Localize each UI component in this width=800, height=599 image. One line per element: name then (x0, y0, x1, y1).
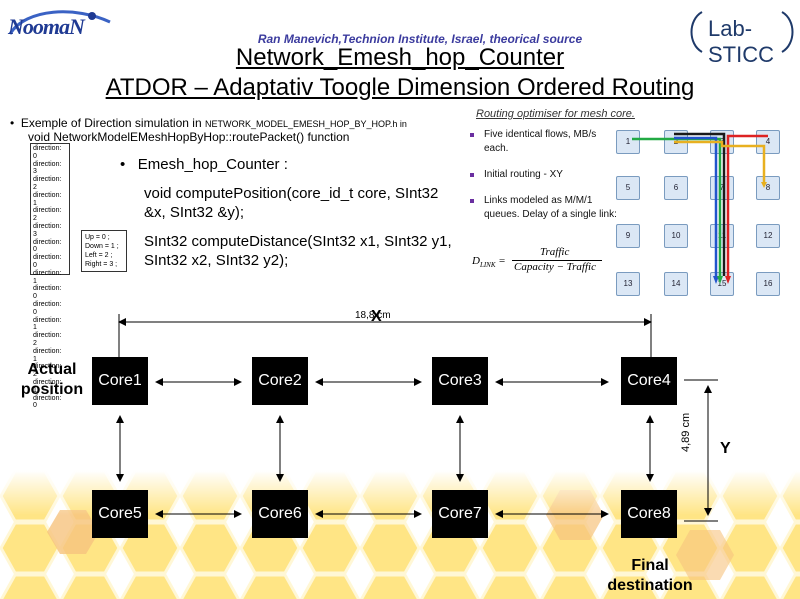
x-dimension-value: 18,8 cm (355, 310, 391, 321)
emesh-line1: void computePosition(core_id_t core, SIn… (144, 185, 439, 221)
direction-row: direction: 0 (33, 285, 62, 301)
mesh-node: 4 (756, 130, 780, 154)
y-axis-label: Y (720, 440, 731, 457)
direction-row: direction: 0 (33, 300, 62, 316)
formula-sub: LINK (479, 261, 496, 270)
bullet1-file: NETWORK_MODEL_EMESH_HOP_BY_HOP.h (204, 119, 398, 129)
routing-note-links: Links modeled as M/M/1 queues. Delay of … (468, 194, 624, 222)
x-axis-label: X (371, 308, 382, 325)
core-4: Core4 (621, 357, 677, 405)
bullet1-line2: void NetworkModelEMeshHopByHop::routePac… (28, 130, 350, 144)
delay-formula: DLINK = Traffic Capacity − Traffic (470, 246, 630, 276)
emesh-block: • Emesh_hop_Counter : void computePositi… (120, 155, 460, 270)
mesh-node: 8 (756, 176, 780, 200)
mesh-node: 12 (756, 224, 780, 248)
core-7: Core7 (432, 490, 488, 538)
core-2: Core2 (252, 357, 308, 405)
direction-bullet: • Exemple of Direction simulation in NET… (10, 116, 407, 144)
mesh-node: 1 (616, 130, 640, 154)
routing-notes: Five identical flows, MB/s each. Initial… (468, 128, 628, 234)
mesh-node: 7 (710, 176, 734, 200)
direction-row: direction: 1 (33, 316, 62, 332)
legend-up: Up = 0 ; (85, 234, 110, 241)
core-6: Core6 (252, 490, 308, 538)
mesh-node: 9 (616, 224, 640, 248)
routing-optimiser-title: Routing optimiser for mesh core. (476, 108, 635, 120)
flow-path-yellow (674, 140, 766, 182)
noomam-logo: NoomaN (6, 4, 114, 50)
mesh-node: 11 (710, 224, 734, 248)
mesh-node: 5 (616, 176, 640, 200)
direction-row: direction: 1 (33, 269, 62, 285)
legend-left: Left = 2 ; (85, 252, 113, 259)
direction-row: direction: 2 (33, 176, 62, 191)
direction-row: direction: 2 (33, 363, 62, 379)
emesh-heading: Emesh_hop_Counter : (137, 156, 288, 173)
core-8: Core8 (621, 490, 677, 538)
formula-numerator: Traffic (540, 246, 570, 258)
direction-row: direction: 1 (33, 347, 62, 363)
bullet1-text: Exemple of Direction simulation in (20, 116, 205, 130)
legend-right: Right = 3 ; (85, 261, 118, 268)
flow-path-black (674, 132, 726, 276)
mesh-node: 6 (664, 176, 688, 200)
mesh-node: 14 (664, 272, 688, 296)
page-title: Network_Emesh_hop_Counter (235, 44, 565, 71)
direction-row: direction: 1 (33, 378, 62, 394)
core-5: Core5 (92, 490, 148, 538)
direction-row: direction: 2 (33, 207, 62, 223)
direction-row: direction: 0 (33, 394, 62, 410)
core-1: Core1 (92, 357, 148, 405)
mesh-node: 13 (616, 272, 640, 296)
bullet1-in: in (397, 119, 407, 129)
direction-list: direction: 0 direction: 3 direction: 2 d… (30, 143, 70, 409)
y-dimension-value: 4,89 cm (680, 412, 692, 452)
lab-sticc-logo: Lab-STICC (688, 10, 796, 67)
logo-left-text: NoomaN (8, 14, 85, 39)
page-subtitle: ATDOR – Adaptativ Toogle Dimension Order… (105, 74, 695, 101)
legend-down: Down = 1 ; (85, 243, 119, 250)
direction-row: direction: 0 (33, 145, 62, 160)
direction-row: direction: 0 (33, 238, 62, 254)
routing-note-xy: Initial routing - XY (468, 168, 628, 182)
source-line: Ran Manevich,Technion Institute, Israel,… (257, 32, 583, 46)
direction-row: direction: 3 (33, 222, 62, 238)
mesh-grid: 1 2 3 4 5 6 7 8 9 10 11 12 13 14 15 16 (612, 126, 782, 302)
formula-lhs: D (472, 255, 480, 267)
flow-path-red (726, 134, 768, 276)
flow-paths (632, 132, 768, 284)
direction-row: direction: 1 (33, 191, 62, 207)
flow-path-blue (674, 136, 718, 276)
formula-denominator: Capacity − Traffic (514, 261, 596, 273)
routing-note-flows: Five identical flows, MB/s each. (468, 128, 614, 156)
direction-row: direction: 2 (33, 332, 62, 347)
actual-position-label: Actual position (20, 361, 84, 398)
direction-row: direction: 0 (33, 254, 62, 269)
flow-path-green (632, 137, 722, 276)
emesh-line2: SInt32 computeDistance(SInt32 x1, SInt32… (144, 233, 452, 269)
final-destination-label: Final destination (607, 557, 693, 594)
mesh-node: 16 (756, 272, 780, 296)
direction-legend: Up = 0 ; Down = 1 ; Left = 2 ; Right = 3… (81, 230, 127, 272)
direction-row: direction: 3 (33, 160, 62, 176)
mesh-node: 10 (664, 224, 688, 248)
core-3: Core3 (432, 357, 488, 405)
logo-right-text: Lab-STICC (708, 16, 774, 67)
core-connectors (116, 314, 718, 522)
